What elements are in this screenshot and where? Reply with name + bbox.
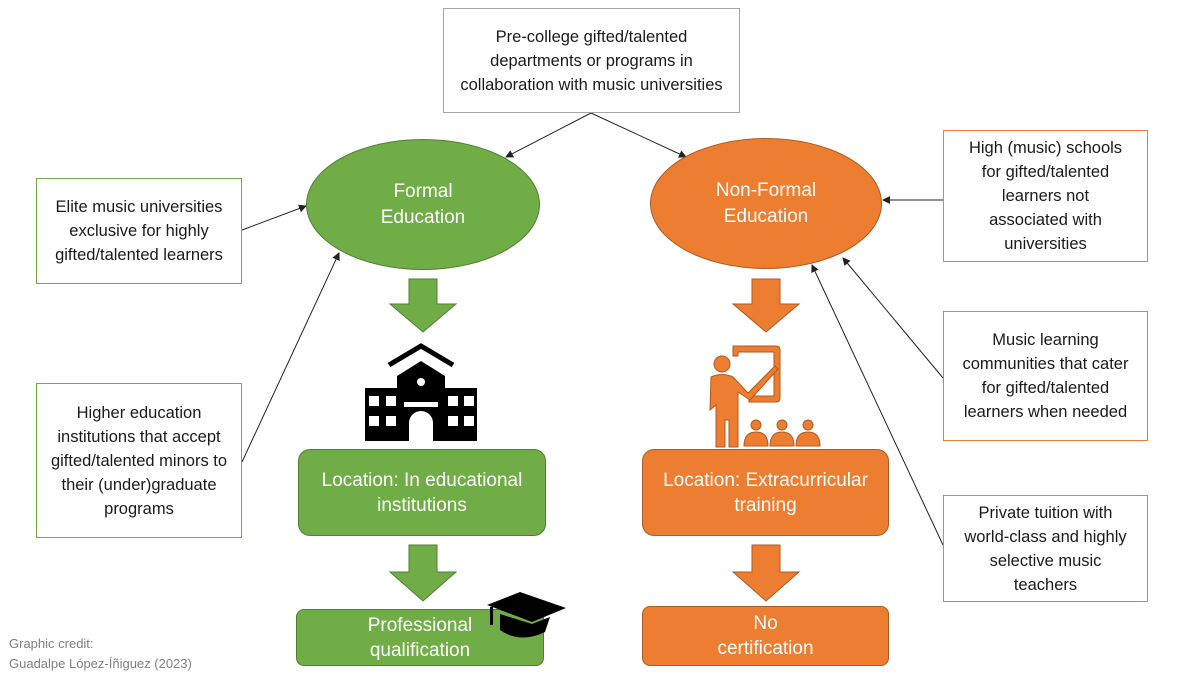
school-icon: [365, 343, 477, 441]
credit-label: Graphic credit:: [9, 636, 94, 651]
non-formal-education-ellipse: Non-Formal Education: [650, 138, 882, 269]
teacher-icon: [709, 345, 821, 448]
nonformal-outcome-box: No certification: [642, 606, 889, 666]
nonformal-source-high-schools: High (music) schools for gifted/talented…: [943, 130, 1148, 262]
connector-top-to-nonformal: [590, 112, 687, 158]
connector-top-to-formal: [505, 112, 592, 158]
formal-source-higher-education: Higher education institutions that accep…: [36, 383, 242, 538]
connector-tuition-to-nonformal: [811, 264, 944, 546]
graphic-credit: Graphic credit: Guadalpe López-Íñiguez (…: [9, 634, 192, 674]
formal-location-box: Location: In educational institutions: [298, 449, 546, 536]
down-arrow-formal-2: [388, 544, 458, 602]
connector-higher-ed-to-formal: [241, 252, 340, 463]
formal-source-elite-universities: Elite music universities exclusive for h…: [36, 178, 242, 284]
formal-outcome-box: Professional qualification: [296, 609, 544, 666]
nonformal-source-private-tuition: Private tuition with world-class and hig…: [943, 495, 1148, 602]
credit-author: Guadalpe López-Íñiguez (2023): [9, 656, 192, 671]
formal-education-ellipse: Formal Education: [306, 139, 540, 270]
top-source-box: Pre-college gifted/talented departments …: [443, 8, 740, 113]
down-arrow-formal-1: [388, 278, 458, 333]
connector-elite-to-formal: [241, 204, 307, 231]
nonformal-location-box: Location: Extracurricular training: [642, 449, 889, 536]
down-arrow-nonformal-1: [731, 278, 801, 333]
connector-communities-to-nonformal: [842, 257, 944, 379]
nonformal-source-communities: Music learning communities that cater fo…: [943, 311, 1148, 441]
down-arrow-nonformal-2: [731, 544, 801, 602]
